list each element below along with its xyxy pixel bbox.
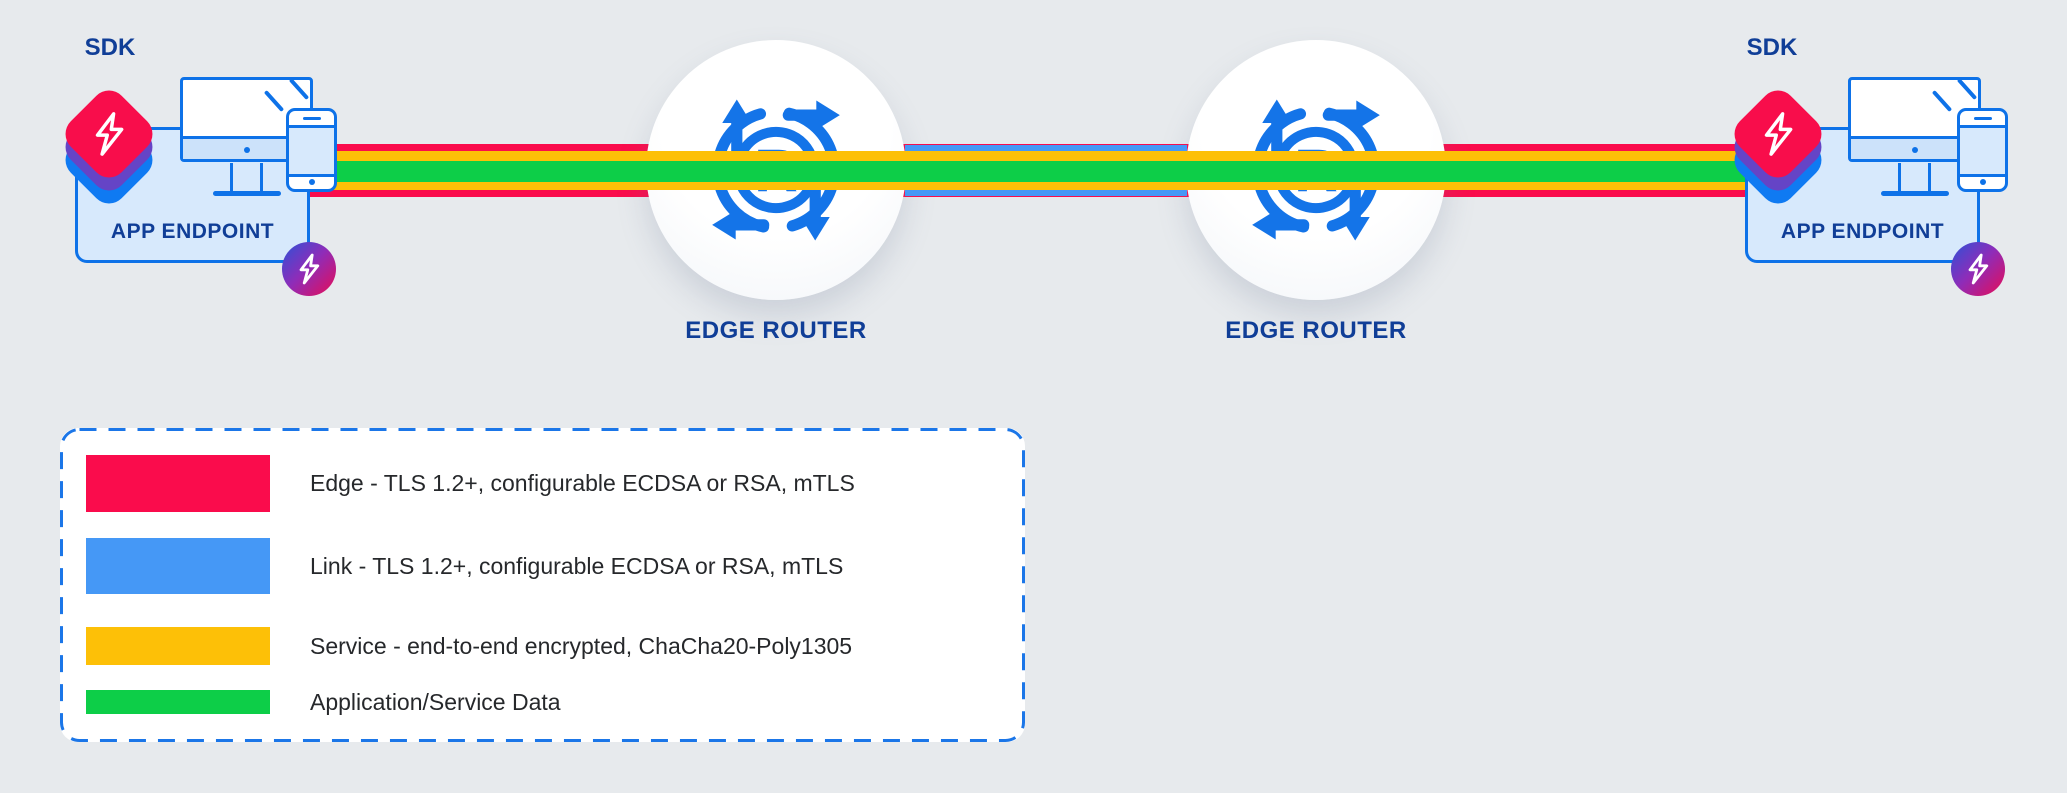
data-stripe: [300, 161, 1750, 182]
phone-speaker: [302, 117, 321, 120]
sdk-stack-icon: [58, 78, 160, 228]
sdk-label: SDK: [1746, 34, 1798, 61]
legend-swatch-link: [86, 538, 270, 594]
phone-icon: [1957, 108, 2008, 192]
phone-home-button: [1979, 179, 1986, 185]
router-icon: R: [1252, 99, 1380, 241]
phone-screen: [1960, 125, 2005, 177]
phone-speaker: [1973, 117, 1992, 120]
app-endpoint-right: SDK APP ENDPOINT: [1695, 30, 2035, 310]
lightning-bolt-icon: [1968, 253, 1989, 285]
lightning-bolt-icon: [1764, 112, 1793, 156]
monitor-dot: [243, 147, 250, 153]
lightning-bolt-icon: [299, 253, 320, 285]
link-stripe-top: [905, 145, 1187, 151]
legend-label-edge: Edge - TLS 1.2+, configurable ECDSA or R…: [310, 470, 855, 496]
app-endpoint-label: APP ENDPOINT: [110, 220, 275, 243]
monitor-neck: [1898, 163, 1931, 192]
legend-swatch-edge: [86, 455, 270, 512]
sdk-stack-icon: [1727, 78, 1829, 228]
legend-swatch-service: [86, 627, 270, 665]
phone-icon: [286, 108, 337, 192]
legend-swatch-data: [86, 690, 270, 714]
monitor-base: [213, 191, 281, 196]
service-stripe-top: [300, 151, 1750, 161]
legend-dashed-border: [60, 428, 1025, 742]
phone-home-button: [308, 179, 315, 185]
monitor-neck: [230, 163, 263, 192]
service-stripe-bottom: [300, 182, 1750, 190]
monitor-band: [1851, 136, 1978, 159]
ziti-badge-icon: [1951, 242, 2005, 296]
monitor-band: [183, 136, 310, 159]
monitor-dot: [1911, 147, 1918, 153]
sdk-label: SDK: [84, 34, 136, 61]
legend-label-service: Service - end-to-end encrypted, ChaCha20…: [310, 633, 853, 659]
monitor-base: [1881, 191, 1949, 196]
app-endpoint-label: APP ENDPOINT: [1780, 220, 1945, 243]
legend-box: Edge - TLS 1.2+, configurable ECDSA or R…: [60, 428, 1025, 742]
link-stripe-bottom: [905, 190, 1187, 196]
phone-screen: [289, 125, 334, 177]
legend-label-data: Application/Service Data: [310, 689, 561, 715]
ziti-badge-icon: [282, 242, 336, 296]
edge-router-label: EDGE ROUTER: [685, 317, 867, 344]
legend-label-link: Link - TLS 1.2+, configurable ECDSA or R…: [310, 553, 844, 579]
lightning-bolt-icon: [95, 112, 124, 156]
app-endpoint-left: SDK APP ENDPOINT: [50, 30, 390, 310]
edge-router-label: EDGE ROUTER: [1225, 317, 1407, 344]
